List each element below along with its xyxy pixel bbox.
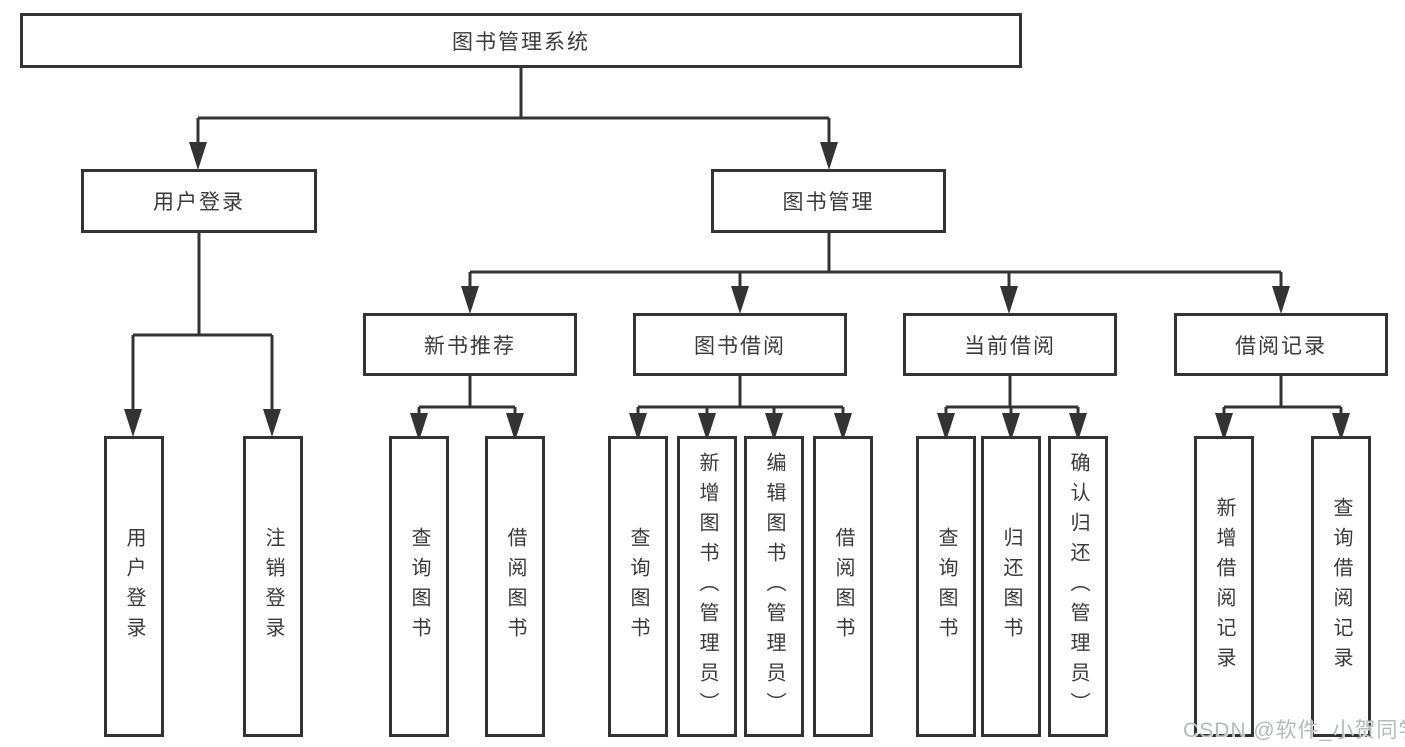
leaf-nbr-borrow-books-label: 借阅图书 (504, 526, 526, 647)
leaf-nbr-borrow-books: 借阅图书 (485, 436, 545, 737)
node-root: 图书管理系统 (20, 13, 1022, 68)
leaf-br-add-record-label: 新增借阅记录 (1213, 496, 1235, 677)
leaf-bb-borrow-books: 借阅图书 (813, 436, 873, 737)
leaf-cb-confirm-return-admin-label: 确认归还（管理员） (1067, 451, 1089, 722)
leaf-cb-query-books-label: 查询图书 (935, 526, 957, 647)
connector-book-borrowing-children (629, 376, 852, 441)
leaf-br-query-record: 查询借阅记录 (1311, 436, 1371, 737)
leaf-cb-return-books-label: 归还图书 (1000, 526, 1022, 647)
node-current-borrowing-label: 当前借阅 (964, 334, 1056, 358)
leaf-br-add-record: 新增借阅记录 (1194, 436, 1254, 737)
node-book-management-label: 图书管理 (782, 191, 875, 214)
node-book-borrowing-label: 图书借阅 (694, 334, 786, 358)
node-new-book-recommendation: 新书推荐 (363, 313, 577, 376)
leaf-bb-borrow-books-label: 借阅图书 (832, 526, 854, 647)
watermark-text: CSDN @软件_小贺同学 (1183, 719, 1405, 742)
node-borrowing-records: 借阅记录 (1174, 313, 1388, 376)
connector-root-to-level2 (189, 68, 838, 170)
connector-user-login-children (124, 233, 281, 437)
leaf-cb-return-books: 归还图书 (981, 436, 1041, 737)
leaf-bb-query-books-label: 查询图书 (627, 526, 649, 647)
leaf-nbr-query-books: 查询图书 (389, 436, 449, 737)
node-book-management: 图书管理 (711, 169, 946, 233)
leaf-br-query-record-label: 查询借阅记录 (1330, 496, 1352, 677)
node-user-login: 用户登录 (81, 169, 317, 233)
leaf-cb-confirm-return-admin: 确认归还（管理员） (1048, 436, 1108, 737)
leaf-cb-query-books: 查询图书 (916, 436, 976, 737)
leaf-bb-edit-books-admin: 编辑图书（管理员） (744, 436, 804, 737)
node-new-book-recommendation-label: 新书推荐 (424, 334, 516, 358)
leaf-logout: 注销登录 (243, 436, 303, 737)
connector-current-borrowing-children (937, 376, 1087, 441)
leaf-user-login-label: 用户登录 (123, 526, 145, 647)
leaf-bb-edit-books-admin-label: 编辑图书（管理员） (763, 451, 785, 722)
connector-new-book-recommendation-children (410, 376, 524, 441)
connector-book-management-children (461, 233, 1290, 314)
node-root-label: 图书管理系统 (452, 30, 590, 54)
leaf-bb-add-books-admin: 新增图书（管理员） (677, 436, 737, 737)
leaf-bb-query-books: 查询图书 (608, 436, 668, 737)
connector-borrowing-records-children (1215, 376, 1350, 441)
leaf-user-login: 用户登录 (104, 436, 164, 737)
node-book-borrowing: 图书借阅 (633, 313, 847, 376)
leaf-bb-add-books-admin-label: 新增图书（管理员） (696, 451, 718, 722)
node-current-borrowing: 当前借阅 (903, 313, 1117, 376)
leaf-nbr-query-books-label: 查询图书 (408, 526, 430, 647)
node-user-login-label: 用户登录 (153, 191, 245, 214)
node-borrowing-records-label: 借阅记录 (1235, 334, 1327, 358)
leaf-logout-label: 注销登录 (262, 526, 284, 647)
